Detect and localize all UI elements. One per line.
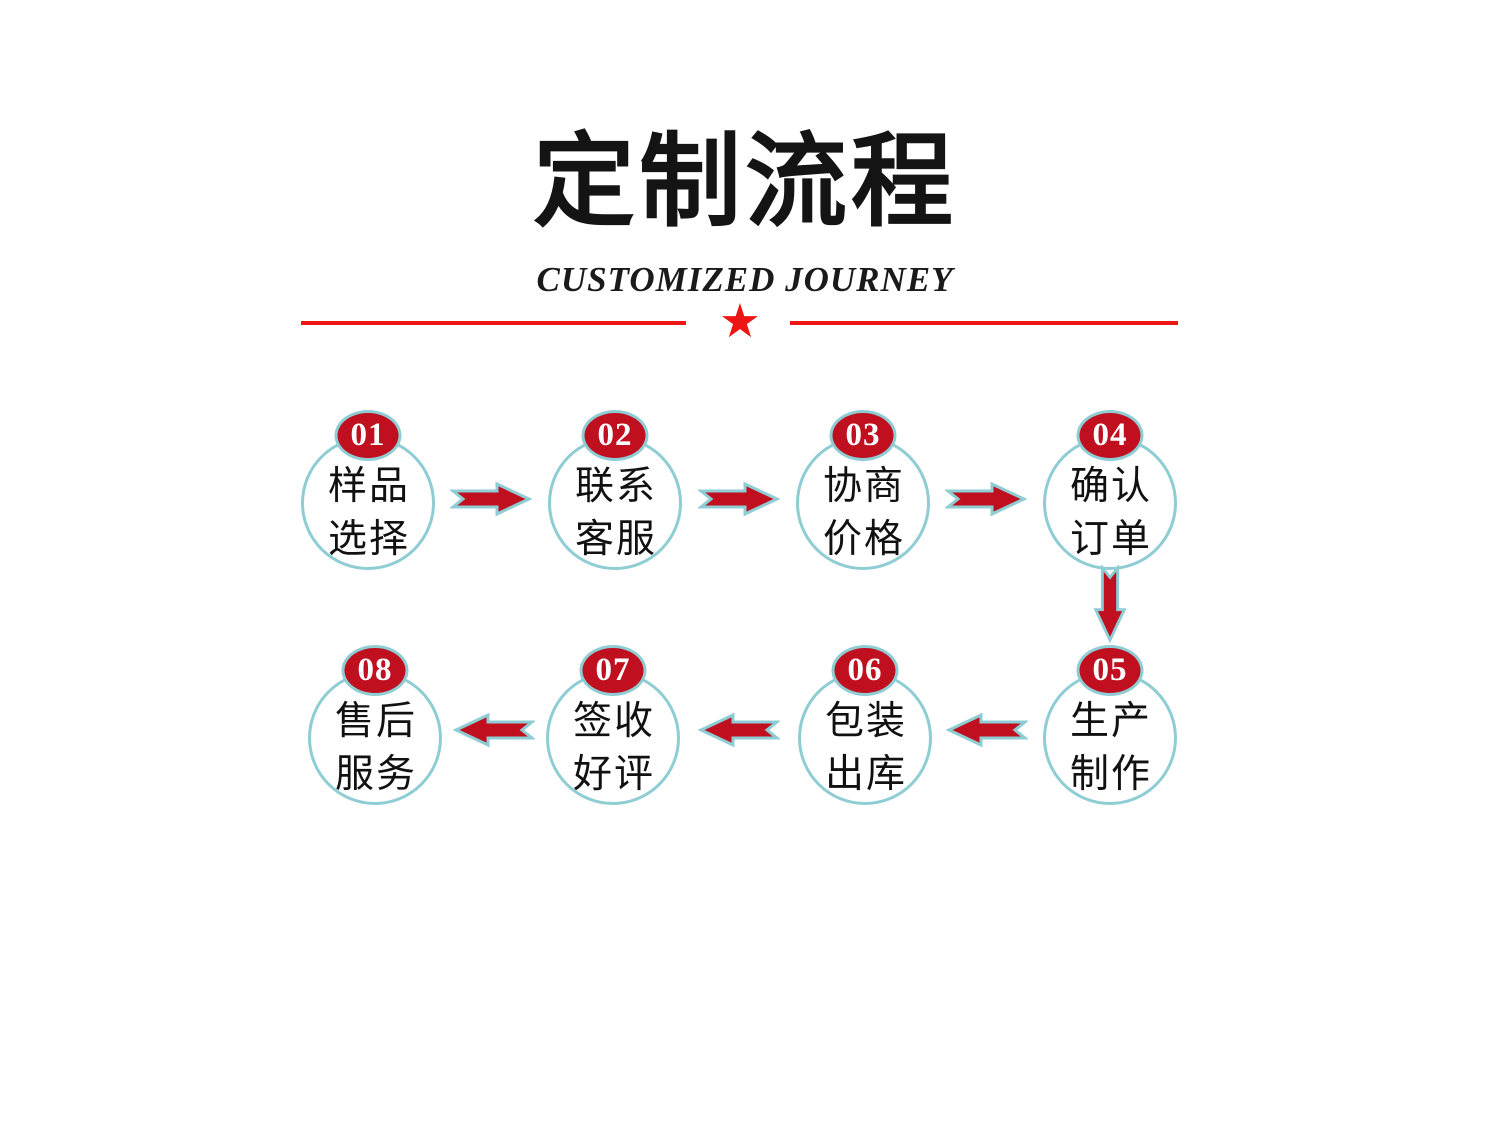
block-arrow-left-icon [453,712,535,748]
step-label: 生产制作 [1046,674,1174,802]
step-node-04: 04 确认订单 [1043,410,1177,570]
step-number: 04 [1092,417,1128,453]
step-label-line: 价格 [822,518,905,561]
step-number-badge: 06 [831,645,899,696]
step-number: 01 [350,417,386,453]
step-number: 07 [595,652,631,688]
step-label-line: 样品 [327,465,410,508]
divider-line-left [301,321,686,325]
step-number-badge: 07 [579,645,647,696]
step-label-line: 协商 [822,465,905,508]
block-arrow-right-icon [698,481,780,517]
step-label-line: 联系 [574,465,657,508]
step-number: 08 [357,652,393,688]
block-arrow-right-icon [945,481,1027,517]
step-number: 03 [845,417,881,453]
step-node-06: 06 包装出库 [798,645,932,805]
step-label-line: 服务 [334,753,417,796]
step-label: 包装出库 [801,674,929,802]
step-label: 签收好评 [549,674,677,802]
step-number-badge: 02 [581,410,649,461]
step-label-line: 售后 [334,700,417,743]
page-title: 定制流程 [533,125,957,239]
step-number-badge: 01 [334,410,402,461]
step-number-badge: 05 [1076,645,1144,696]
step-node-08: 08 售后服务 [308,645,442,805]
step-label-line: 好评 [572,753,655,796]
step-node-07: 07 签收好评 [546,645,680,805]
step-label-line: 包装 [824,700,907,743]
step-node-02: 02 联系客服 [548,410,682,570]
step-label-line: 客服 [574,518,657,561]
step-label-line: 制作 [1069,753,1152,796]
step-label-line: 签收 [572,700,655,743]
step-number-badge: 04 [1076,410,1144,461]
step-number-badge: 08 [341,645,409,696]
step-label-line: 订单 [1069,518,1152,561]
block-arrow-left-icon [946,712,1028,748]
step-label: 样品选择 [304,439,432,567]
step-label: 协商价格 [799,439,927,567]
step-node-03: 03 协商价格 [796,410,930,570]
step-number: 06 [847,652,883,688]
step-label-line: 确认 [1069,465,1152,508]
block-arrow-down-icon [1093,565,1127,643]
step-node-05: 05 生产制作 [1043,645,1177,805]
step-number: 02 [597,417,633,453]
step-number-badge: 03 [829,410,897,461]
page-subtitle: CUSTOMIZED JOURNEY [536,260,954,299]
step-number: 05 [1092,652,1128,688]
block-arrow-left-icon [698,712,780,748]
step-node-01: 01 样品选择 [301,410,435,570]
step-label: 确认订单 [1046,439,1174,567]
step-label-line: 生产 [1069,700,1152,743]
block-arrow-right-icon [450,481,532,517]
star-icon: ★ [718,294,762,347]
step-label: 联系客服 [551,439,679,567]
divider-line-right [790,321,1178,325]
step-label-line: 出库 [824,753,907,796]
step-label: 售后服务 [311,674,439,802]
step-label-line: 选择 [327,518,410,561]
